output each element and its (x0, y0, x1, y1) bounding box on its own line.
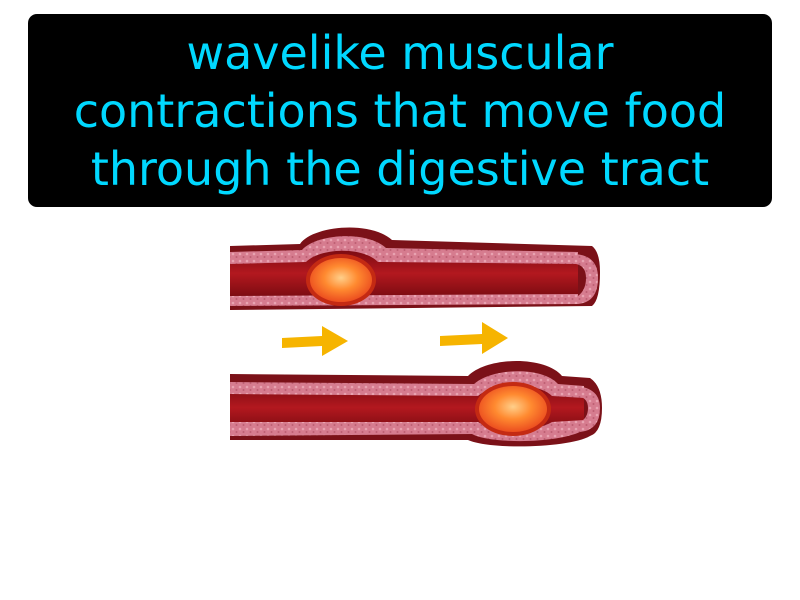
definition-line-3: through the digestive tract (90, 141, 710, 196)
right-arrow-icon (282, 326, 348, 356)
upper-tube (230, 227, 600, 310)
food-bolus-icon (479, 386, 547, 432)
definition-line-2: contractions that move food (73, 83, 727, 138)
food-bolus-icon (310, 258, 372, 302)
lower-tube-opening (576, 386, 600, 432)
upper-tube-opening (572, 254, 598, 304)
right-arrow-icon (440, 322, 508, 354)
lower-tube (230, 361, 602, 447)
definition-line-1: wavelike muscular (186, 25, 614, 80)
definition-box: wavelike muscular contractions that move… (28, 14, 772, 207)
